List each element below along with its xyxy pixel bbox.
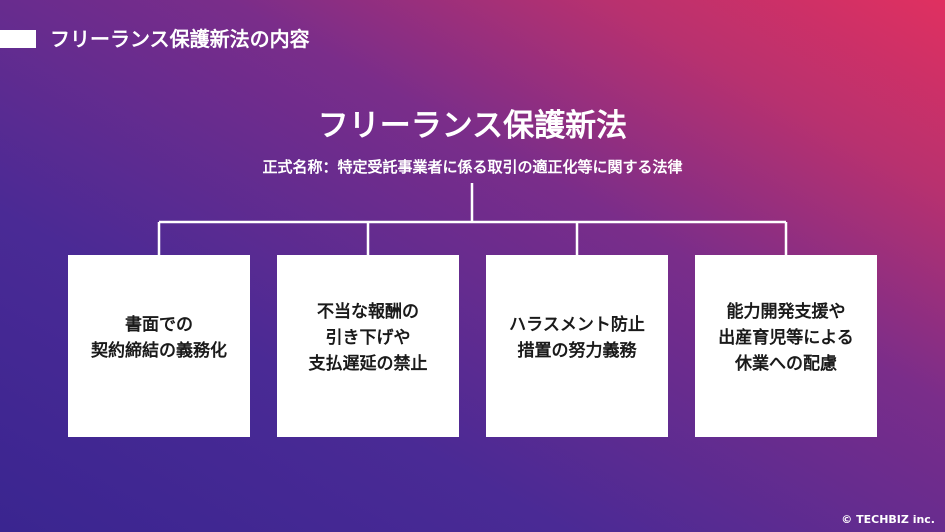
- item-box-harassment: ハラスメント防止 措置の努力義務: [486, 255, 668, 437]
- item-label: ハラスメント防止 措置の努力義務: [509, 315, 645, 361]
- item-box-payment: 不当な報酬の 引き下げや 支払遅延の禁止: [277, 255, 459, 437]
- diagram-title: フリーランス保護新法: [317, 108, 628, 144]
- header-accent-bar: [0, 30, 36, 48]
- item-box-contract: 書面での 契約締結の義務化: [68, 255, 250, 437]
- copyright-text: © TECHBIZ inc.: [841, 513, 935, 526]
- item-label: 能力開発支援や 出産育児等による 休業への配慮: [718, 302, 854, 374]
- item-label: 不当な報酬の 引き下げや 支払遅延の禁止: [308, 302, 428, 374]
- official-name: 正式名称：特定受託事業者に係る取引の適正化等に関する法律: [262, 158, 683, 176]
- item-box-support: 能力開発支援や 出産育児等による 休業への配慮: [695, 255, 877, 437]
- page-title: フリーランス保護新法の内容: [50, 27, 310, 51]
- item-label: 書面での 契約締結の義務化: [91, 315, 227, 361]
